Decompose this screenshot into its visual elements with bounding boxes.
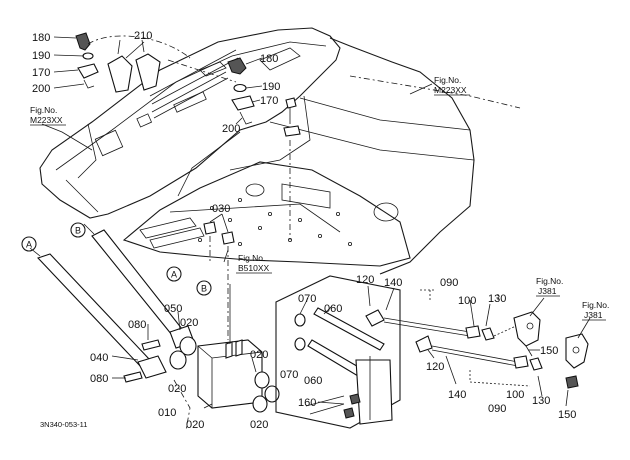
callout-100: 100 [458, 295, 476, 307]
leader-lines [41, 36, 591, 409]
fig-ref-j381-lower: Fig.No. J381 [582, 300, 609, 321]
callout-190: 190 [32, 50, 50, 62]
shaft-assembly [294, 307, 393, 425]
lever-j381-upper [513, 311, 541, 357]
callout-190: 190 [262, 81, 280, 93]
fig-ref-mid: Fig.No. B510XX [236, 253, 272, 274]
callout-100: 100 [506, 389, 524, 401]
pins-080 [123, 339, 161, 383]
lever-a [29, 247, 167, 379]
callout-020: 020 [180, 317, 198, 329]
center-panel [275, 275, 401, 429]
fig-ref-j2-code: J381 [584, 310, 603, 320]
fig-ref-right: Fig.No. M223XX [434, 75, 470, 96]
callout-090: 090 [440, 277, 458, 289]
callout-090: 090 [488, 403, 506, 415]
rod-upper [365, 289, 517, 341]
fig-ref-j2-label: Fig.No. [582, 300, 609, 310]
callout-210: 210 [134, 30, 152, 42]
callout-040: 040 [90, 352, 108, 364]
callout-060: 060 [324, 303, 342, 315]
callout-170: 170 [260, 95, 278, 107]
drawing-code: 3N340-053-11 [40, 420, 87, 429]
callout-180: 180 [32, 32, 50, 44]
rod-lower [415, 335, 543, 387]
marker-b-mid: B [196, 280, 212, 296]
callout-070: 070 [280, 369, 298, 381]
callout-060: 060 [304, 375, 322, 387]
callout-120: 120 [426, 361, 444, 373]
callout-140: 140 [448, 389, 466, 401]
callout-070: 070 [298, 293, 316, 305]
fig-ref-mid-code: B510XX [238, 263, 270, 273]
fig-ref-right-code: M223XX [434, 85, 467, 95]
callout-020: 020 [250, 419, 268, 431]
fender-body [39, 27, 341, 219]
floor-plate [122, 161, 411, 267]
callout-160: 160 [298, 397, 316, 409]
marker-b-top: B [70, 222, 86, 238]
fig-ref-j1-label: Fig.No. [536, 276, 563, 286]
fig-ref-left-code: M223XX [30, 115, 63, 125]
callout-020: 020 [186, 419, 204, 431]
callout-120: 120 [356, 274, 374, 286]
callout-labels: 180 190 170 200 210 180 190 170 200 030 … [32, 30, 576, 431]
bolts-030 [203, 213, 235, 340]
callout-140: 140 [384, 277, 402, 289]
pivot-bracket [197, 284, 263, 409]
callout-030: 030 [212, 203, 230, 215]
marker-a-top: A [21, 236, 37, 252]
callout-130: 130 [488, 293, 506, 305]
callout-180: 180 [260, 53, 278, 65]
callout-130: 130 [532, 395, 550, 407]
callout-200: 200 [222, 123, 240, 135]
callout-020: 020 [250, 349, 268, 361]
callout-170: 170 [32, 67, 50, 79]
marker-b-top-text: B [75, 226, 81, 236]
marker-b-mid-text: B [201, 284, 207, 294]
rear-panel [269, 37, 521, 275]
callout-200: 200 [32, 83, 50, 95]
fig-ref-right-label: Fig.No. [434, 75, 461, 85]
callout-050: 050 [164, 303, 182, 315]
knob-assembly-left [75, 32, 191, 89]
fig-ref-j381-upper: Fig.No. J381 [536, 276, 563, 297]
callout-020: 020 [168, 383, 186, 395]
marker-a-top-text: A [26, 240, 32, 250]
bracket-mount [283, 97, 301, 240]
marker-a-mid-text: A [171, 270, 177, 280]
marker-a-mid: A [166, 266, 182, 282]
fig-ref-mid-label: Fig.No. [238, 253, 265, 263]
fig-ref-left-label: Fig.No. [30, 105, 57, 115]
fig-ref-left: Fig.No. M223XX [30, 105, 66, 126]
callout-080: 080 [90, 373, 108, 385]
callout-150: 150 [558, 409, 576, 421]
grips [107, 39, 161, 93]
callout-150: 150 [540, 345, 558, 357]
callout-010: 010 [158, 407, 176, 419]
knob-assembly-right [167, 57, 255, 125]
lever-j381-lower [565, 333, 589, 389]
callout-080: 080 [128, 319, 146, 331]
fig-ref-j1-code: J381 [538, 286, 557, 296]
